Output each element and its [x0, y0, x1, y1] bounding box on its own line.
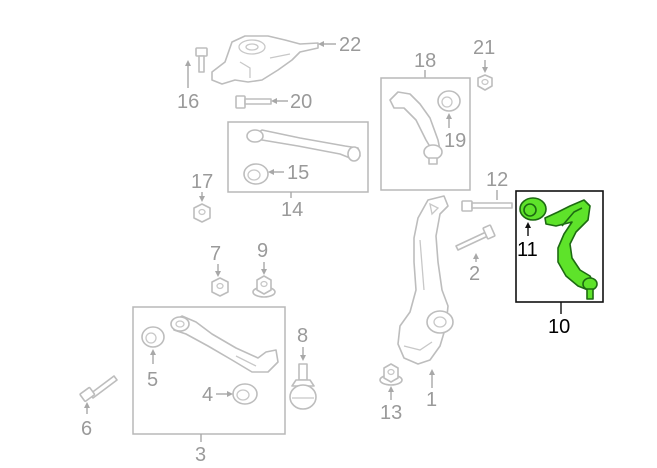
- callout-18: 18: [414, 50, 436, 72]
- part-18-arm[interactable]: [389, 91, 443, 165]
- arrow-19: [446, 113, 452, 119]
- part-5-bushing[interactable]: [141, 326, 165, 348]
- arrow-17: [199, 196, 205, 202]
- arrow-5: [150, 349, 156, 355]
- callout-11: 11: [517, 239, 538, 261]
- part-3-lower-arm[interactable]: [170, 315, 279, 373]
- group-box-14: [227, 121, 369, 193]
- callout-22: 22: [339, 34, 361, 56]
- callout-8: 8: [297, 325, 308, 347]
- arrow-21: [482, 67, 488, 73]
- part-22-mount-bracket[interactable]: [211, 35, 319, 85]
- part-19-bushing[interactable]: [437, 90, 461, 112]
- callout-10: 10: [548, 316, 570, 338]
- callout-16: 16: [177, 91, 199, 113]
- part-6-bolt[interactable]: [79, 375, 118, 402]
- part-16-bolt[interactable]: [195, 47, 208, 73]
- callout-20: 20: [290, 91, 312, 113]
- callout-7: 7: [210, 243, 221, 265]
- callout-2: 2: [469, 263, 480, 285]
- arrow-1: [429, 369, 435, 375]
- callout-12: 12: [486, 169, 508, 191]
- arrow-22: [318, 41, 324, 47]
- part-10-control-arm-highlight[interactable]: [544, 199, 598, 300]
- part-1-steering-knuckle[interactable]: [397, 195, 454, 365]
- part-8-ball-joint[interactable]: [289, 363, 317, 410]
- group-box-10-highlight: [515, 190, 604, 303]
- arrow-9: [261, 269, 267, 275]
- part-11-bushing-highlight[interactable]: [519, 197, 547, 221]
- part-12-bolt[interactable]: [461, 200, 513, 212]
- callout-4: 4: [202, 384, 213, 406]
- arrow-13: [388, 386, 394, 392]
- part-2-bolt[interactable]: [455, 224, 496, 251]
- callout-3: 3: [195, 444, 206, 466]
- callout-1: 1: [426, 389, 437, 411]
- arrow-6: [84, 402, 90, 408]
- callout-5: 5: [147, 369, 158, 391]
- callout-14: 14: [281, 199, 303, 221]
- callout-19: 19: [444, 130, 466, 152]
- arrow-16: [185, 60, 191, 66]
- part-4-bushing[interactable]: [232, 383, 258, 405]
- arrow-20: [271, 98, 277, 104]
- arrow-4: [227, 391, 233, 397]
- part-17-nut[interactable]: [193, 203, 211, 223]
- arrow-15: [268, 169, 274, 175]
- group-box-3: [132, 306, 286, 435]
- callout-13: 13: [380, 402, 402, 424]
- callout-17: 17: [191, 171, 213, 193]
- callout-15: 15: [287, 162, 309, 184]
- arrow-8: [300, 355, 306, 361]
- group-box-18: [380, 77, 471, 191]
- part-14-upper-arm[interactable]: [246, 129, 361, 162]
- part-13-flange-nut[interactable]: [379, 363, 403, 386]
- part-15-bushing[interactable]: [243, 163, 269, 185]
- part-20-bolt[interactable]: [235, 95, 272, 109]
- callout-9: 9: [257, 240, 268, 262]
- callout-6: 6: [81, 418, 92, 440]
- part-21-nut[interactable]: [477, 74, 493, 91]
- callout-21: 21: [473, 37, 495, 59]
- arrow-7: [215, 271, 221, 277]
- arrow-11: [525, 222, 531, 228]
- part-9-flange-nut[interactable]: [252, 275, 276, 298]
- part-7-nut[interactable]: [211, 277, 229, 297]
- arrow-2: [473, 253, 479, 259]
